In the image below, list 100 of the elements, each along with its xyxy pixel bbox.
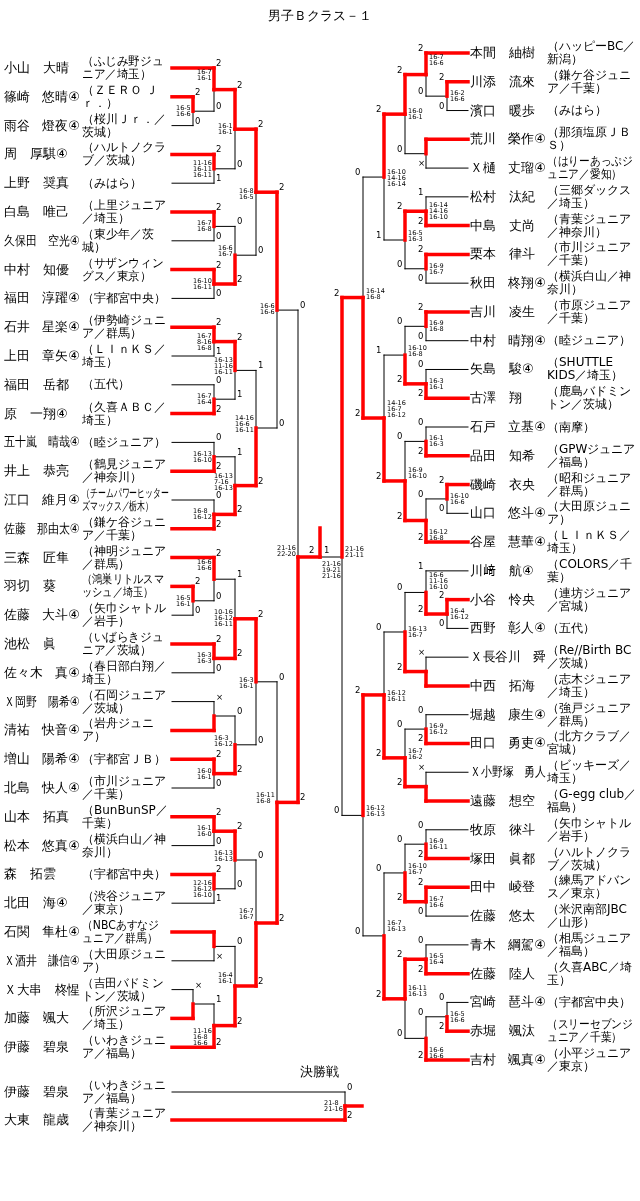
club-name: （いわきジュニア／福島） (82, 1079, 167, 1105)
player-name: 遠藤 想空 (470, 793, 535, 809)
game-count: 0 (237, 217, 243, 226)
game-count: 2 (195, 87, 201, 96)
club-name: （鹿島バドミントン／茨城） (547, 385, 632, 412)
player-name: 谷屋 慧華④ (470, 534, 546, 551)
game-count: 1 (324, 546, 330, 554)
club-name: （神明ジュニア／群馬） (82, 544, 167, 571)
game-count: × (418, 648, 426, 657)
club-name: （ビッキーズ／埼玉） (547, 759, 632, 786)
game-count: 0 (216, 375, 222, 384)
game-count: 0 (279, 672, 285, 681)
club-name: （練馬アドバンス／東京） (547, 874, 632, 901)
club-name: （Re//Birth BC／茨城） (547, 644, 633, 671)
game-count: 0 (258, 246, 264, 255)
player-name: 石戸 立基④ (470, 419, 546, 435)
game-count: 2 (216, 807, 222, 816)
player-name: 増山 陽希④ (4, 751, 80, 768)
club-name: （那須塩原ＪＢＳ） (547, 126, 632, 153)
game-count: 0 (279, 419, 285, 427)
player-name: 羽切 葵 (4, 578, 56, 595)
club-name: （市川ジュニア／千葉） (547, 241, 632, 268)
player-name: 矢島 駿④ (470, 361, 534, 378)
game-count: 2 (376, 471, 382, 480)
club-name: （大田原ジュニア） (82, 947, 167, 974)
game-count: 2 (376, 105, 382, 114)
game-count: 1 (258, 361, 264, 370)
game-count: 1 (216, 894, 222, 903)
club-name: （鎌ケ谷ジュニア／千葉） (547, 68, 632, 95)
game-count: 0 (237, 159, 243, 168)
game-count: 2 (376, 748, 382, 757)
player-name: 宮崎 琶斗④ (470, 994, 546, 1011)
club-name: （青葉ジュニア／神奈川） (547, 212, 632, 239)
club-name: （スリーセブンジュニア／千葉） (547, 1018, 634, 1045)
game-count: 1 (237, 447, 243, 456)
club-name: （石岡ジュニア／茨城） (82, 688, 167, 715)
player-name: 三森 匠隼 (4, 549, 69, 566)
game-count: × (418, 763, 426, 772)
game-count: 2 (216, 1038, 222, 1047)
player-name: 原 一翔④ (4, 405, 68, 422)
game-count: 0 (397, 1029, 403, 1038)
player-name: 清祐 快音④ (4, 722, 80, 739)
game-count: 0 (418, 418, 424, 426)
player-name: 松本 悠真④ (4, 837, 80, 854)
game-count: 2 (237, 764, 243, 773)
club-name: （矢巾シャトル／岩手） (547, 816, 632, 843)
club-name: （ふじみ野ジュニア／埼玉） (82, 55, 165, 81)
club-name: （連坊ジュニア／宮城） (547, 586, 632, 613)
player-name: 加藤 颯大 (4, 1010, 69, 1027)
title: 男子Ｂクラス－１ (268, 8, 372, 24)
player-name: 北島 快人④ (4, 780, 80, 796)
game-count: 2 (216, 318, 222, 327)
club-name: （ハッピーBC／新潟） (547, 40, 637, 66)
player-name: 伊藤 碧泉 (4, 1039, 69, 1056)
game-count: 2 (216, 519, 222, 528)
game-count: 2 (418, 849, 424, 858)
club-name: （米沢南部JBC／山形） (547, 903, 628, 930)
game-count: × (418, 159, 426, 168)
game-count: 2 (397, 892, 403, 901)
game-count: 2 (355, 685, 361, 694)
game-count: 0 (418, 907, 424, 916)
game-count: × (195, 980, 203, 989)
game-count: 2 (216, 865, 222, 874)
game-count: 0 (334, 806, 340, 815)
club-name: （サザンウィングス／東京） (82, 256, 165, 283)
game-count: 2 (418, 605, 424, 613)
player-name: 久保田 空光④ (4, 232, 80, 249)
game-count: 0 (439, 619, 445, 628)
player-name: 小山 大晴 (4, 60, 69, 76)
club-name: （NBCあすなジュニア／群馬） (82, 919, 160, 945)
game-count: 2 (216, 203, 222, 211)
game-count: 2 (439, 590, 445, 599)
game-count: 2 (216, 750, 222, 759)
game-count: 0 (216, 491, 222, 499)
game-count: 1 (237, 570, 243, 579)
game-count: 0 (397, 720, 403, 729)
player-name: 中西 拓海 (470, 677, 535, 694)
game-count: 0 (216, 591, 222, 600)
game-count: 0 (237, 937, 243, 946)
game-count: 0 (397, 432, 403, 441)
player-name: 佐々木 真④ (4, 664, 80, 681)
player-name: 赤堀 颯汰 (470, 1023, 535, 1040)
club-name: （いわきジュニア／福島） (82, 1034, 167, 1061)
player-name: 田口 勇吏④ (470, 735, 546, 752)
club-name: （横浜白山／神奈川） (82, 832, 167, 859)
player-name: 中村 知優 (4, 261, 69, 278)
game-count: 2 (397, 662, 403, 671)
game-count: 2 (279, 914, 285, 922)
game-count: 0 (418, 935, 424, 944)
game-count: 2 (397, 511, 403, 520)
player-name: 栗本 律斗 (470, 246, 535, 263)
player-name: 佐藤 悠太 (470, 908, 535, 925)
club-name: （市原ジュニア／千葉） (547, 298, 632, 325)
player-name: Ｘ樋 丈瑠④ (470, 160, 546, 177)
player-name: 篠崎 悠晴④ (4, 88, 80, 105)
game-count: 0 (397, 259, 403, 268)
club-name: （いばらきジュニア／茨城） (82, 631, 165, 657)
game-count: 0 (418, 87, 424, 96)
game-count: 0 (258, 735, 264, 744)
club-name: （宇都宮中央） (82, 867, 166, 881)
